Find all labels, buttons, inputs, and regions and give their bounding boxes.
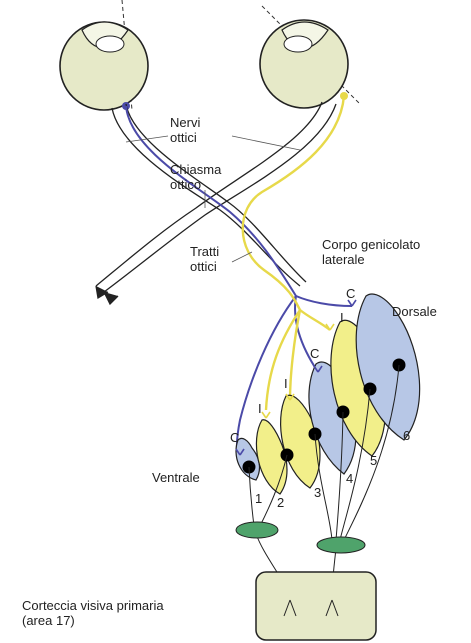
label-corpo-genicolato: Corpo genicolato (322, 237, 420, 252)
relay-ellipse-left (236, 522, 278, 538)
cortex-box (256, 572, 376, 640)
layer-number-2: 2 (277, 495, 284, 510)
layer-eye-label-3: I (284, 376, 288, 391)
layer-eye-label-6: C (346, 286, 355, 301)
lgn-layers (236, 294, 420, 494)
layer-number-3: 3 (314, 485, 321, 500)
layer-eye-label-5: I (340, 310, 344, 325)
label-ventrale: Ventrale (152, 470, 200, 485)
label-chiasma-ottico: ottico (170, 177, 201, 192)
layer-number-5: 5 (370, 453, 377, 468)
label-tratti: Tratti (190, 244, 219, 259)
label-area: (area 17) (22, 613, 75, 628)
label-dorsale: Dorsale (392, 304, 437, 319)
label-chiasma: Chiasma (170, 162, 222, 177)
label-tratti-ottici: ottici (190, 259, 217, 274)
layer-eye-label-2: I (258, 401, 262, 416)
layer-number-6: 6 (403, 428, 410, 443)
label-corteccia: Corteccia visiva primaria (22, 598, 164, 613)
relay-ellipse-right (317, 537, 365, 553)
layer-eye-label-1: C (230, 430, 239, 445)
left-eye (60, 0, 148, 110)
layer-number-4: 4 (346, 471, 353, 486)
layer-number-1: 1 (255, 491, 262, 506)
label-laterale: laterale (322, 252, 365, 267)
layer-eye-label-4: C (310, 346, 319, 361)
right-eye (260, 6, 360, 108)
label-nervi-ottici: ottici (170, 130, 197, 145)
label-nervi: Nervi (170, 115, 200, 130)
